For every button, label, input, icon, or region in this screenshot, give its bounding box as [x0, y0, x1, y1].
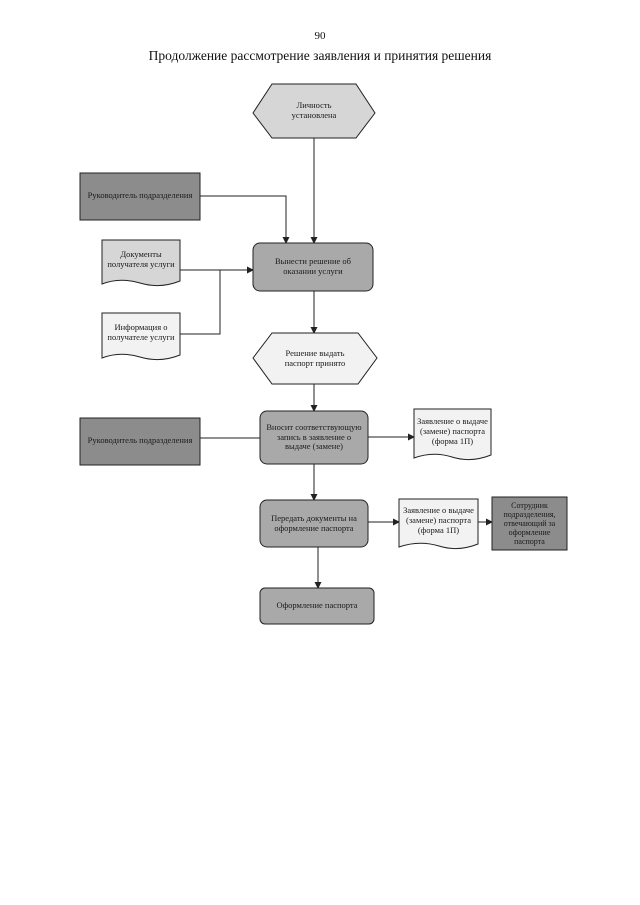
make-entry-label: Вносит соответствующую запись в заявлени… — [266, 421, 362, 452]
recipient-information-label: Информация о получателе услуги — [107, 322, 175, 342]
connector-head1-to-decide — [200, 195, 290, 244]
decision-to-issue-label: Решение выдать паспорт принято — [284, 348, 346, 368]
head-of-unit-1-label: Руководитель подразделения — [87, 190, 193, 201]
decision-to-issue-hexagon — [252, 332, 378, 385]
identity-established-hexagon — [252, 83, 376, 139]
transfer-documents-label: Передать документы на оформление паспорт… — [271, 512, 357, 533]
identity-established-label: Личность установлена — [291, 100, 337, 120]
decide-on-service-box — [252, 242, 374, 292]
responsible-employee-label: Сотрудник подразделения, отвечающий за о… — [503, 500, 556, 547]
recipient-documents-label: Документы получателя услуги — [107, 249, 175, 269]
page-number: 90 — [314, 30, 326, 42]
recipient-documents-shape — [101, 239, 181, 287]
application-form-1-label: Заявление о выдаче (замене) паспорта (фо… — [417, 416, 488, 446]
application-form-2-label: Заявление о выдаче (замене) паспорта (фо… — [403, 505, 474, 535]
passport-processing-label: Оформление паспорта — [276, 600, 358, 611]
passport-processing-box — [259, 587, 375, 625]
head-of-unit-1-box — [79, 172, 201, 221]
responsible-employee-box — [491, 496, 568, 551]
connector-information-to-decide — [180, 270, 221, 335]
transfer-documents-box — [259, 499, 369, 548]
page-title: Продолжение рассмотрение заявления и при… — [148, 48, 492, 63]
head-of-unit-2-label: Руководитель подразделения — [87, 435, 193, 446]
recipient-information-shape — [101, 312, 181, 361]
application-form-2-shape — [398, 498, 479, 550]
head-of-unit-2-box — [79, 417, 201, 466]
decide-on-service-label: Вынести решение об оказании услуги — [275, 256, 351, 276]
application-form-1-shape — [413, 408, 492, 461]
make-entry-box — [259, 410, 369, 465]
connectors — [180, 138, 493, 589]
